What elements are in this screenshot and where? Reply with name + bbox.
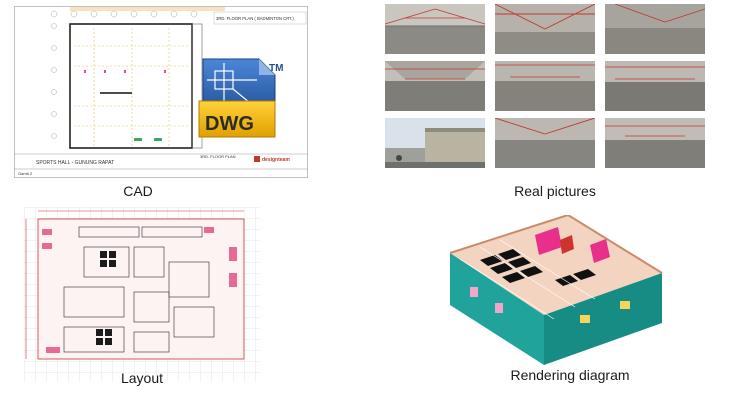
warehouse-photo (495, 61, 595, 111)
warehouse-photo (385, 4, 485, 54)
warehouse-photo (495, 4, 595, 54)
cad-caption: CAD (123, 183, 153, 199)
photo-grid (385, 4, 710, 169)
cad-plan-title: 3RD. FLOOR PLAN ( BADMINTON CRT.) (216, 16, 294, 21)
warehouse-photo (495, 118, 595, 168)
warehouse-photo (605, 118, 705, 168)
cad-sheet-number: Gamb 2 (18, 171, 33, 176)
cad-brand: designteam (262, 157, 290, 163)
warehouse-photo (605, 61, 705, 111)
layout-plan (24, 207, 260, 382)
warehouse-photo (605, 4, 705, 54)
cad-footer-title: SPORTS HALL - GUNUNG RAPAT (36, 160, 114, 166)
dwg-label: DWG (205, 113, 254, 135)
layout-caption: Layout (120, 370, 164, 386)
real-pictures-caption: Real pictures (514, 183, 596, 199)
dwg-file-icon: DWG TM (197, 57, 293, 149)
rendering-3d-view (440, 213, 665, 365)
warehouse-photo (385, 61, 485, 111)
trademark-mark: TM (269, 63, 283, 74)
warehouse-exterior-photo (385, 118, 485, 168)
cad-footer-plan: 3RD. FLOOR PLAN (200, 154, 236, 159)
rendering-diagram-caption: Rendering diagram (510, 367, 630, 383)
